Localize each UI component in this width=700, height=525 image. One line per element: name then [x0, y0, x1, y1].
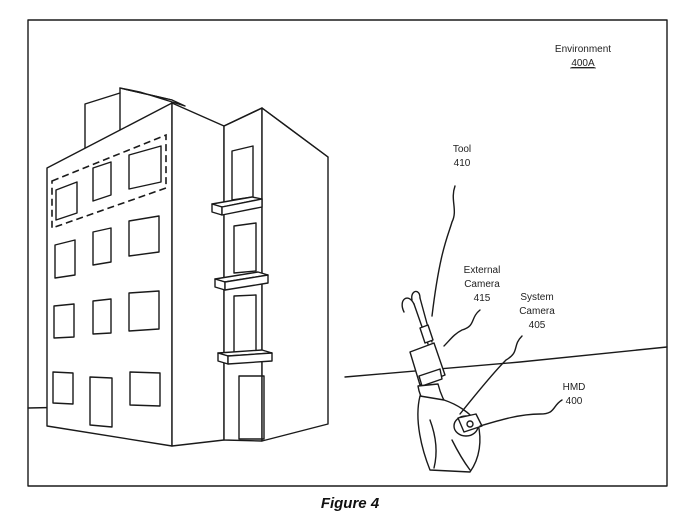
label-external-camera: External Camera 415 — [464, 265, 501, 304]
side-face — [171, 102, 225, 447]
external-camera-label-2: Camera — [464, 279, 500, 290]
balconies — [211, 196, 273, 365]
tool — [401, 290, 434, 345]
tool-leader — [431, 185, 456, 317]
tool-label: Tool — [453, 144, 471, 155]
hmd-ref: 400 — [566, 396, 583, 407]
tool-ref: 410 — [454, 158, 471, 169]
windows-row-3 — [53, 290, 160, 339]
external-camera-label-1: External — [464, 265, 501, 276]
environment-label: Environment — [555, 44, 611, 55]
hmd-leader — [479, 399, 563, 427]
external-camera-leader — [443, 309, 481, 347]
user-with-tool — [401, 290, 483, 473]
roof-cap — [119, 87, 186, 107]
system-camera-leader — [459, 335, 523, 415]
system-camera-ref: 405 — [529, 320, 546, 331]
figure-frame — [27, 19, 668, 487]
user-body — [417, 395, 481, 473]
figure-caption: Figure 4 — [321, 495, 380, 512]
environment-ref: 400A — [571, 58, 595, 69]
windows-row-2 — [54, 215, 160, 279]
leader-lines — [431, 185, 563, 427]
dashed-selection-region — [51, 133, 167, 230]
building — [46, 87, 329, 447]
main-facade — [46, 102, 173, 447]
wing-side — [261, 107, 329, 442]
external-camera-ref: 415 — [474, 293, 491, 304]
hmd-device — [453, 413, 483, 437]
label-hmd: HMD 400 — [563, 382, 586, 407]
hmd-label: HMD — [563, 382, 586, 393]
windows-row-4 — [52, 371, 161, 428]
label-environment: Environment 400A — [555, 44, 611, 69]
front-door — [89, 376, 113, 428]
system-camera-label-2: Camera — [519, 306, 555, 317]
label-system-camera: System Camera 405 — [519, 292, 555, 331]
label-tool: Tool 410 — [453, 144, 471, 169]
windows-row-1 — [55, 145, 162, 221]
system-camera-label-1: System — [520, 292, 553, 303]
